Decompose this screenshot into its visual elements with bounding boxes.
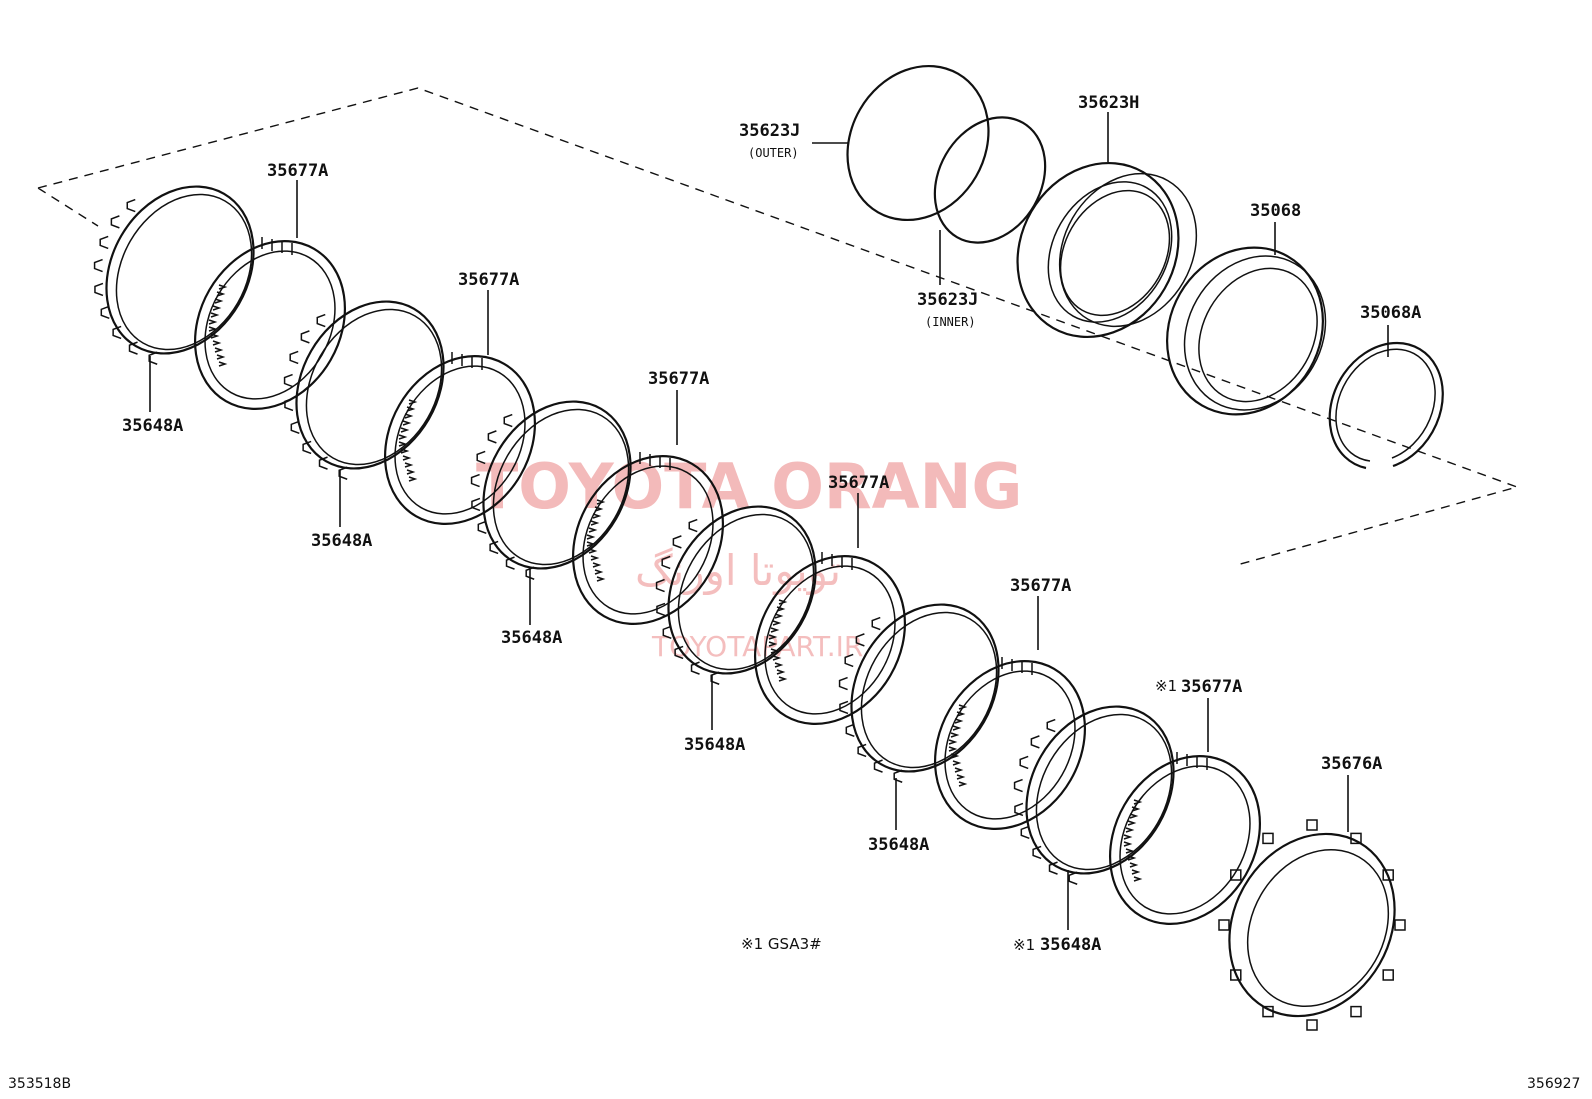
label-35623J-inner: 35623J	[917, 290, 978, 310]
clutch-disc-stack	[93, 185, 1406, 1031]
steel-plate-35648A-6	[1013, 705, 1175, 885]
friction-disc-35677A-6	[1108, 752, 1262, 925]
footnote: ※1 GSA3#	[741, 935, 822, 953]
label-35648A-3: 35648A	[501, 628, 562, 648]
piston-35623H	[1016, 161, 1198, 339]
corner-id-right: 356927	[1527, 1076, 1580, 1092]
mark-note-1a: ※1	[1155, 677, 1177, 695]
dashed-boundary	[37, 87, 1520, 566]
label-35648A-6: 35648A	[1040, 935, 1101, 955]
label-35677A-6: 35677A	[1181, 677, 1242, 697]
sublabel-inner: (INNER)	[925, 315, 976, 329]
label-35677A-5: 35677A	[1010, 576, 1071, 596]
watermark-title: TOYOTA ORANG	[476, 450, 1022, 523]
label-35677A-4: 35677A	[828, 473, 889, 493]
label-35623J-outer: 35623J	[739, 121, 800, 141]
steel-plate-35648A-4	[655, 505, 817, 685]
mark-note-1b: ※1	[1013, 936, 1035, 954]
steel-plate-35648A-3	[470, 400, 632, 580]
label-35648A-4: 35648A	[684, 735, 745, 755]
friction-disc-35677A-5	[933, 657, 1087, 830]
friction-disc-35677A-4	[753, 552, 907, 725]
label-35623H: 35623H	[1078, 93, 1139, 113]
flange-plate-35676A	[1218, 819, 1406, 1031]
label-35677A-1: 35677A	[267, 161, 328, 181]
label-35648A-2: 35648A	[311, 531, 372, 551]
corner-id-left: 353518B	[8, 1076, 71, 1092]
friction-disc-35677A-1	[193, 237, 347, 410]
label-35677A-2: 35677A	[458, 270, 519, 290]
friction-disc-35677A-3	[571, 452, 725, 625]
label-35648A-5: 35648A	[868, 835, 929, 855]
label-35676A: 35676A	[1321, 754, 1382, 774]
oring-inner	[933, 116, 1047, 244]
watermark-persian: تویوتا اورنگ	[635, 546, 841, 595]
steel-plate-35648A-5	[838, 603, 1000, 783]
steel-plate-35648A-2	[283, 300, 445, 480]
friction-disc-35677A-2	[383, 352, 537, 525]
label-35068: 35068	[1250, 201, 1301, 221]
oring-outer	[846, 64, 990, 222]
spring-retainer-35068	[1166, 246, 1327, 416]
label-35677A-3: 35677A	[648, 369, 709, 389]
label-35068A: 35068A	[1360, 303, 1421, 323]
sublabel-outer: (OUTER)	[748, 146, 799, 160]
label-35648A-1: 35648A	[122, 416, 183, 436]
steel-plate-35648A-1	[93, 185, 255, 365]
snap-ring-35068A	[1328, 341, 1444, 470]
leader-lines	[149, 112, 1389, 930]
